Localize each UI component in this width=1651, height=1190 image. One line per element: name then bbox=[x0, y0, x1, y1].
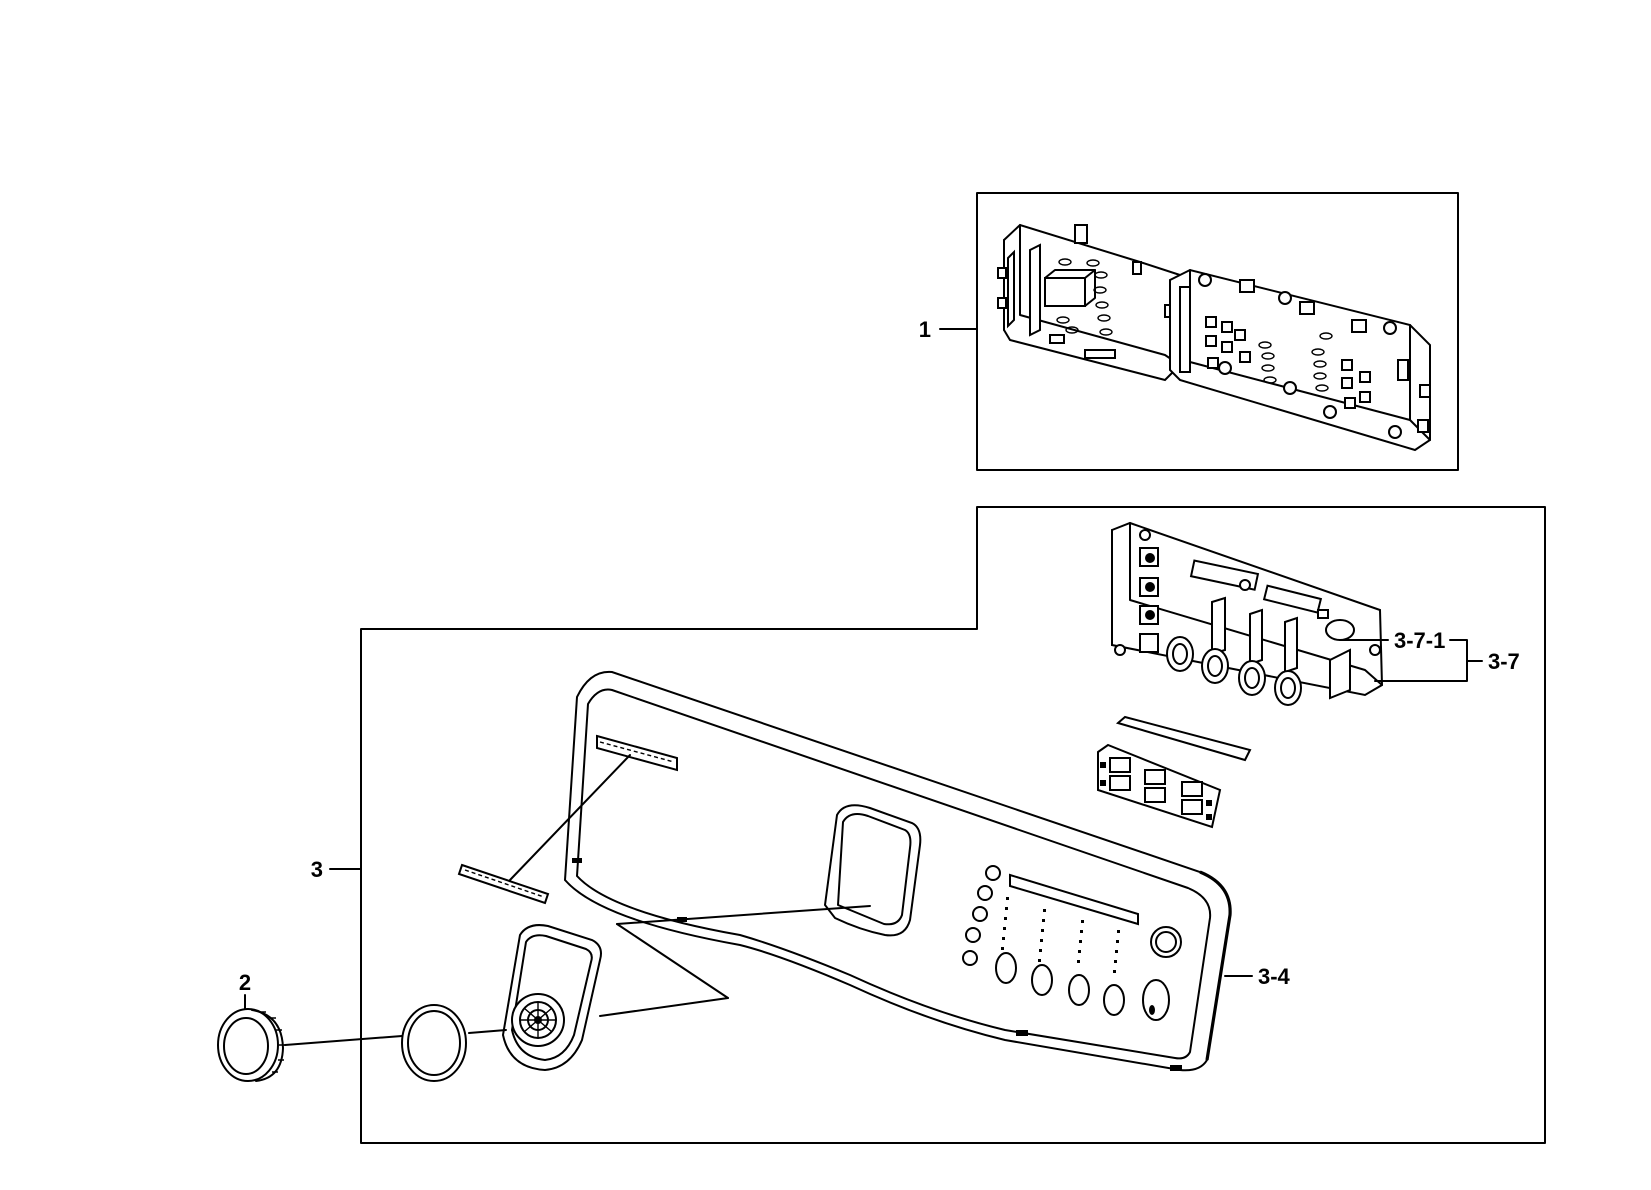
control-panel bbox=[563, 670, 1232, 1072]
frame-part-3 bbox=[360, 506, 1546, 1144]
callout-3-label: 3 bbox=[311, 857, 323, 882]
led-column-4 bbox=[1113, 930, 1120, 973]
knob-part-2 bbox=[217, 1008, 285, 1082]
callout-3-7-1-label: 3-7-1 bbox=[1394, 628, 1445, 653]
button-holder bbox=[1097, 743, 1222, 829]
led-column-2 bbox=[1038, 909, 1046, 962]
led-column-3 bbox=[1077, 920, 1084, 963]
decal-strip bbox=[457, 863, 550, 905]
callout-2: 2 bbox=[239, 970, 251, 1010]
pcb-left-module bbox=[997, 223, 1181, 382]
callout-3: 3 bbox=[311, 857, 362, 882]
callout-3-7: 3-7 bbox=[1374, 639, 1520, 682]
pcb-right-module bbox=[1169, 268, 1431, 452]
callout-3-7-label: 3-7 bbox=[1488, 649, 1520, 674]
callout-3-4-label: 3-4 bbox=[1258, 964, 1291, 989]
knob-housing bbox=[501, 924, 602, 1072]
callout-3-4: 3-4 bbox=[1224, 964, 1291, 989]
callout-2-label: 2 bbox=[239, 970, 251, 995]
leader-lines bbox=[284, 754, 871, 1046]
frame-part-1 bbox=[976, 192, 1459, 471]
light-pipe-strip bbox=[1115, 715, 1252, 762]
knob-ring bbox=[401, 1004, 467, 1082]
pcb-sub-module-3-7 bbox=[1111, 521, 1384, 706]
callout-1: 1 bbox=[919, 317, 978, 342]
callout-1-label: 1 bbox=[919, 317, 931, 342]
led-column-1 bbox=[1001, 897, 1009, 950]
callout-3-7-1: 3-7-1 bbox=[1339, 628, 1445, 653]
